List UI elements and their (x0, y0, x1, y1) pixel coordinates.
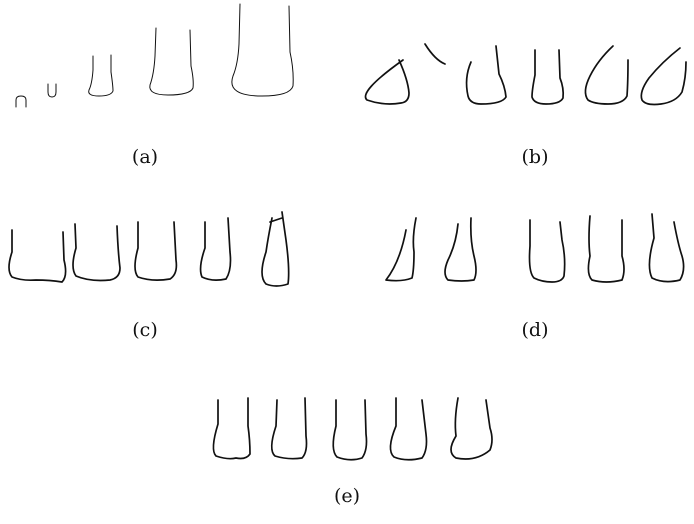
outline-b2 (467, 46, 506, 104)
outline-e5 (451, 398, 492, 459)
panel-a: (a) (0, 0, 340, 180)
outline-b4 (585, 46, 628, 104)
panel-b: (b) (346, 0, 694, 180)
outline-d5 (649, 214, 683, 282)
outline-d4 (588, 216, 624, 282)
outline-d3 (530, 220, 565, 282)
outline-a4 (150, 28, 193, 95)
outline-a2 (48, 84, 56, 97)
outline-c1 (9, 230, 66, 282)
outline-d2 (445, 218, 476, 281)
outline-d1 (386, 218, 417, 281)
panel-a-shapes (0, 0, 340, 180)
panel-e: (e) (180, 380, 520, 524)
outline-c4 (201, 218, 231, 280)
panel-c-shapes (0, 200, 340, 350)
outline-e4 (390, 398, 426, 460)
panel-d-shapes (346, 200, 694, 350)
outline-b3 (532, 50, 563, 104)
outline-a1 (16, 96, 26, 107)
outline-a5 (232, 4, 293, 96)
outline-b1 (366, 44, 446, 104)
panel-b-shapes (346, 0, 694, 180)
caption-a: (a) (132, 146, 158, 168)
outline-c2 (73, 224, 120, 281)
caption-c: (c) (132, 319, 157, 341)
panel-d: (d) (346, 200, 694, 350)
outline-c3 (135, 222, 176, 280)
outline-a3 (89, 55, 113, 96)
outline-e3 (333, 400, 366, 460)
outline-e2 (272, 398, 307, 459)
caption-e: (e) (334, 485, 360, 507)
outline-c5 (262, 212, 289, 286)
outline-b5 (641, 48, 686, 105)
panel-c: (c) (0, 200, 340, 350)
outline-e1 (213, 398, 250, 459)
caption-d: (d) (522, 319, 549, 341)
caption-b: (b) (522, 146, 549, 168)
